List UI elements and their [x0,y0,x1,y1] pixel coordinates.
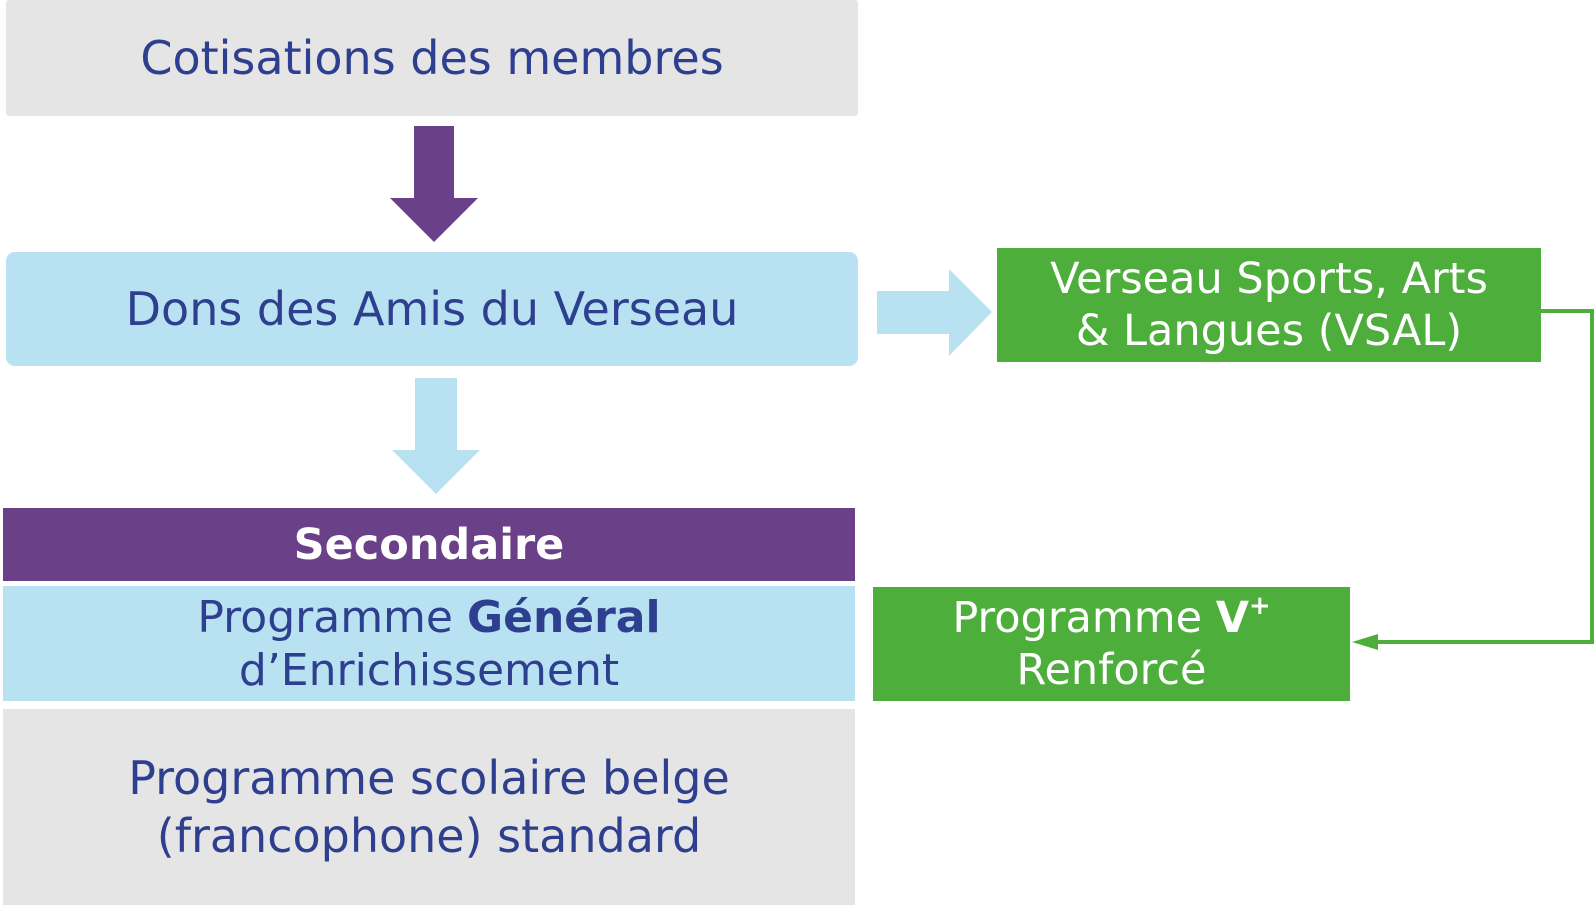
programme-belge-line2: (francophone) standard [156,809,702,863]
vsal-label-line1: Verseau Sports, Arts [1050,254,1488,304]
programme-general-box: Programme Général d’Enrichissement [3,586,855,701]
vsal-box: Verseau Sports, Arts & Langues (VSAL) [997,248,1541,362]
programme-belge-box: Programme scolaire belge (francophone) s… [3,709,855,905]
vplus-line1: Programme V+ [952,592,1270,644]
vsal-label-line2: & Langues (VSAL) [1075,306,1463,356]
vplus-v: V [1215,593,1250,643]
dons-box: Dons des Amis du Verseau [6,252,858,366]
vplus-plus: + [1249,590,1271,621]
dons-label: Dons des Amis du Verseau [125,282,739,336]
arrow-right-lightblue [877,269,992,356]
cotisations-box: Cotisations des membres [6,0,858,116]
secondaire-header: Secondaire [3,508,855,581]
arrow-down-purple [390,126,478,242]
programme-general-line1: Programme Général [197,591,660,644]
secondaire-label: Secondaire [293,519,565,570]
green-connector-line [1362,309,1594,644]
general-word: Général [466,591,661,643]
vplus-box: Programme V+ Renforcé [873,587,1350,701]
green-connector-arrowhead [1352,634,1378,650]
vplus-line2: Renforcé [1016,645,1207,695]
programme-belge-line1: Programme scolaire belge [128,751,730,805]
programme-general-line2: d’Enrichissement [238,644,620,696]
arrow-down-lightblue [392,378,480,494]
vplus-programme-word: Programme [952,593,1216,643]
cotisations-label: Cotisations des membres [140,31,724,85]
programme-word: Programme [197,591,467,643]
